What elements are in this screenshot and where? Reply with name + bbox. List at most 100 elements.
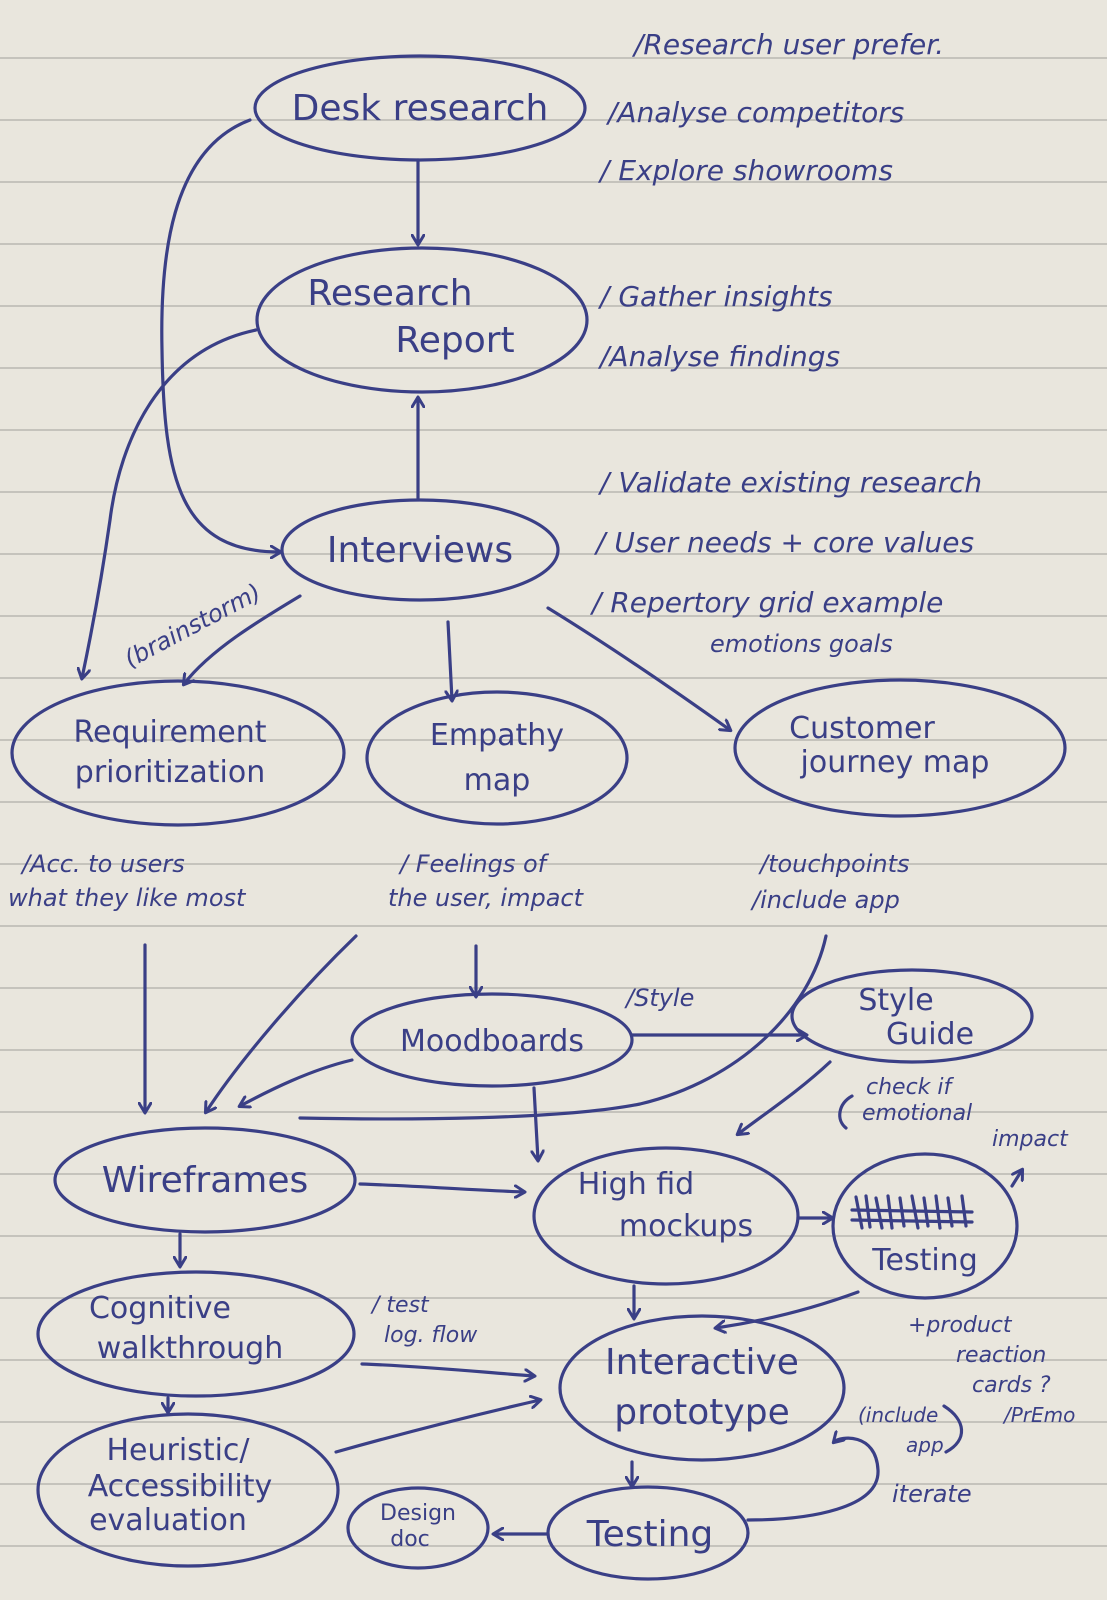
node-requirement-prioritization: Requirement prioritization — [10, 679, 346, 827]
note-test-flow-1: / test — [370, 1293, 430, 1318]
note-test-flow-2: log. flow — [384, 1323, 478, 1348]
research-report-label-1: Research — [307, 273, 472, 314]
edges — [82, 118, 1022, 1534]
edge-moodboards-to-wireframes — [240, 1058, 354, 1106]
edge-empathy-to-wireframes — [206, 934, 358, 1112]
note-report-1: / Gather insights — [597, 280, 833, 313]
note-journey-1: /touchpoints — [758, 850, 910, 878]
scribbled-out-word — [850, 1194, 974, 1230]
edge-interviews-to-journey — [546, 606, 730, 730]
emotional-bracket — [838, 1094, 854, 1130]
node-user-testing: Testing — [831, 1152, 1019, 1300]
node-heuristic-evaluation: Heuristic/ Accessibility evaluation — [36, 1412, 340, 1568]
desk-research-label: Desk research — [292, 88, 549, 129]
prototype-label-2: prototype — [614, 1392, 789, 1433]
note-requirement-2: what they like most — [8, 884, 247, 912]
edge-cognitive-to-prototype — [360, 1362, 534, 1376]
edge-desk-to-interviews — [160, 118, 280, 552]
node-wireframes: Wireframes — [53, 1126, 357, 1234]
edge-wireframes-to-mockups — [358, 1182, 524, 1192]
notes-include-app: (include app — [858, 1403, 944, 1457]
note-emotional-3: impact — [992, 1127, 1069, 1152]
note-desk-1: /Research user prefer. — [631, 28, 944, 61]
design-doc-label-2: doc — [390, 1527, 430, 1552]
node-empathy-map: Empathy map — [365, 690, 629, 826]
user-testing-label: Testing — [871, 1243, 977, 1278]
edge-report-to-requirement — [82, 328, 258, 678]
research-report-label-2: Report — [395, 320, 514, 361]
requirement-label-2: prioritization — [75, 755, 265, 790]
note-product-1: +product — [908, 1313, 1013, 1338]
interviews-label: Interviews — [327, 530, 513, 571]
node-high-fid-mockups: High fid mockups — [532, 1146, 800, 1286]
node-desk-research: Desk research — [253, 54, 587, 162]
node-moodboards: Moodboards — [350, 992, 634, 1088]
edge-interviews-to-requirement — [184, 594, 302, 684]
node-interviews: Interviews — [280, 498, 560, 602]
note-iterate: iterate — [892, 1480, 972, 1508]
heuristic-label-3: evaluation — [89, 1503, 247, 1538]
note-interviews-1: / Validate existing research — [597, 466, 982, 499]
node-style-guide: Style Guide — [790, 968, 1034, 1064]
note-product-4: /PrEmo — [1002, 1403, 1075, 1427]
note-empathy-2: the user, impact — [388, 884, 585, 912]
note-brainstorm: (brainstorm) — [120, 578, 266, 673]
empathy-label-2: map — [464, 763, 531, 798]
notes-test-flow: / test log. flow — [370, 1293, 478, 1348]
mockups-label-2: mockups — [619, 1209, 753, 1244]
notes-desk-research: /Research user prefer. /Analyse competit… — [597, 28, 944, 187]
note-emotional-1: check if — [866, 1075, 955, 1100]
node-testing: Testing — [546, 1485, 750, 1581]
note-empathy-1: / Feelings of — [398, 850, 550, 878]
note-interviews-4: emotions goals — [710, 630, 893, 658]
wireframes-label: Wireframes — [102, 1160, 308, 1201]
node-cognitive-walkthrough: Cognitive walkthrough — [36, 1270, 356, 1398]
edge-iterate-loop — [746, 1438, 880, 1522]
note-journey-2: /include app — [750, 886, 900, 914]
notes-interviews: / Validate existing research / User need… — [589, 466, 982, 658]
notes-product-cards: +product reaction cards ? /PrEmo — [908, 1313, 1075, 1427]
note-desk-3: / Explore showrooms — [597, 154, 893, 187]
note-interviews-3: / Repertory grid example — [589, 586, 943, 619]
note-interviews-2: / User needs + core values — [593, 526, 974, 559]
style-guide-label-2: Guide — [886, 1017, 974, 1052]
requirement-label-1: Requirement — [74, 715, 267, 750]
note-product-2: reaction — [956, 1343, 1046, 1368]
mockups-label-1: High fid — [578, 1167, 694, 1202]
note-product-3: cards ? — [972, 1373, 1051, 1398]
style-guide-label-1: Style — [858, 983, 933, 1018]
note-emotional-2: emotional — [862, 1101, 972, 1126]
edge-moodboards-to-mockups — [534, 1086, 538, 1160]
edge-testing-to-prototype — [716, 1290, 860, 1328]
heuristic-label-1: Heuristic/ — [106, 1433, 250, 1468]
moodboards-label: Moodboards — [400, 1024, 584, 1059]
prototype-label-1: Interactive — [605, 1342, 799, 1383]
notes-emotional: check if emotional impact — [862, 1075, 1069, 1152]
edge-interviews-to-empathy — [448, 620, 452, 700]
edge-impact-arrow — [1010, 1170, 1022, 1188]
node-interactive-prototype: Interactive prototype — [558, 1314, 846, 1462]
notes-empathy: / Feelings of the user, impact — [388, 850, 585, 912]
note-requirement-1: /Acc. to users — [20, 850, 185, 878]
cognitive-label-1: Cognitive — [89, 1291, 231, 1326]
notes-requirement: /Acc. to users what they like most — [8, 850, 247, 912]
note-include-app-1: (include — [858, 1403, 938, 1427]
notes-journey: /touchpoints /include app — [750, 850, 910, 914]
journey-label-2: journey map — [800, 745, 990, 780]
edge-journey-curve — [298, 934, 828, 1121]
note-report-2: /Analyse findings — [597, 340, 840, 373]
design-doc-label-1: Design — [380, 1501, 456, 1526]
empathy-label-1: Empathy — [430, 718, 564, 753]
node-customer-journey-map: Customer journey map — [733, 678, 1067, 818]
note-include-app-2: app — [906, 1433, 944, 1457]
edge-style-to-mockups — [738, 1060, 832, 1134]
node-design-doc: Design doc — [346, 1486, 490, 1570]
heuristic-label-2: Accessibility — [88, 1469, 273, 1504]
edge-heuristic-to-prototype — [334, 1400, 540, 1454]
journey-label-1: Customer — [789, 711, 935, 746]
note-desk-2: /Analyse competitors — [605, 96, 904, 129]
include-app-bracket — [942, 1404, 964, 1454]
testing-label: Testing — [586, 1514, 714, 1555]
